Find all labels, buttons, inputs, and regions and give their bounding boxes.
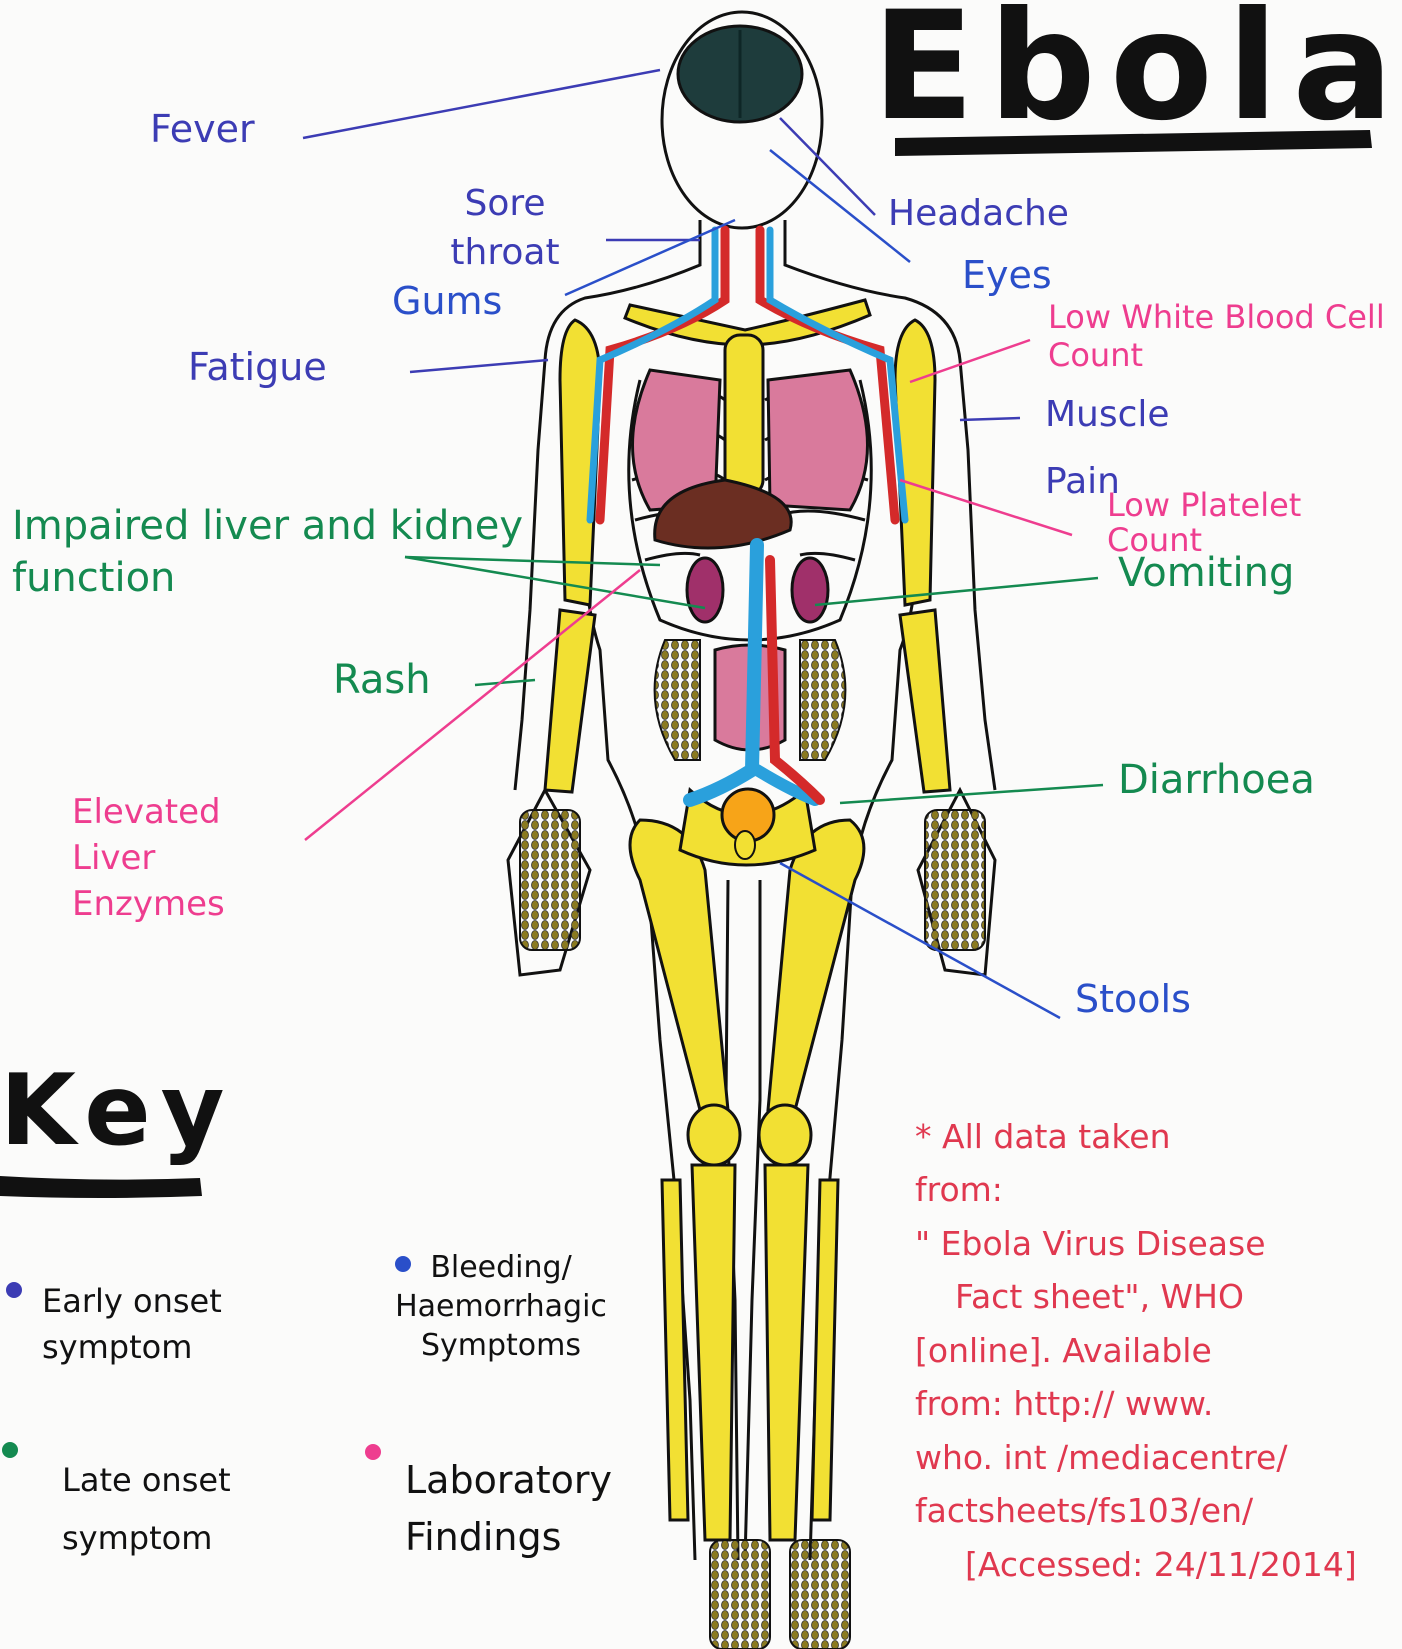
left-hand-bones: [520, 810, 580, 950]
label-impaired: Impaired liver and kidney function: [12, 500, 542, 604]
label-rash: Rash: [333, 660, 431, 700]
source-line-5: [online]. Available: [915, 1324, 1385, 1377]
source-line-1: * All data taken: [915, 1110, 1385, 1163]
source-line-3: " Ebola Virus Disease: [915, 1217, 1385, 1270]
label-eyes: Eyes: [962, 256, 1052, 294]
key-late-dot: [2, 1442, 18, 1458]
source-line-2: from:: [915, 1163, 1385, 1216]
right-kidney: [792, 558, 828, 622]
label-low-wbc: Low White Blood Cell Count: [1048, 298, 1388, 375]
right-lung: [768, 370, 868, 510]
key-early-label: Early onset symptom: [42, 1278, 312, 1371]
source-line-8: factsheets/fs103/en/: [915, 1484, 1385, 1537]
key-lab-dot: [365, 1444, 381, 1460]
label-diarrhoea: Diarrhoea: [1118, 760, 1315, 800]
label-vomiting: Vomiting: [1118, 553, 1294, 593]
label-fatigue: Fatigue: [188, 348, 327, 386]
source-line-9: [Accessed: 24/11/2014]: [915, 1538, 1385, 1591]
left-foot-bones: [710, 1540, 770, 1649]
right-hand-bones: [925, 810, 985, 950]
key-underline: [0, 1176, 202, 1198]
page-title: Ebola: [872, 0, 1402, 142]
left-kidney: [687, 558, 723, 622]
label-sore-throat: Sore throat: [415, 180, 595, 277]
label-stools: Stools: [1075, 980, 1191, 1018]
source-line-6: from: http:// www.: [915, 1377, 1385, 1430]
source-note: * All data taken from: " Ebola Virus Dis…: [915, 1110, 1385, 1591]
label-low-platelet: Low Platelet Count: [1107, 488, 1377, 558]
label-headache: Headache: [888, 196, 1069, 232]
key-late-label: Late onset symptom: [62, 1452, 302, 1567]
key-lab-label: Laboratory Findings: [405, 1452, 645, 1566]
label-fever: Fever: [150, 110, 255, 148]
source-line-4: Fact sheet", WHO: [915, 1270, 1385, 1323]
source-line-7: who. int /mediacentre/: [915, 1431, 1385, 1484]
key-early-dot: [6, 1282, 22, 1298]
label-elevated: Elevated Liver Enzymes: [72, 790, 292, 928]
right-foot-bones: [790, 1540, 850, 1649]
label-gums: Gums: [392, 282, 502, 320]
key-title: Key: [0, 1062, 235, 1160]
key-bleeding-label: Bleeding/ Haemorrhagic Symptoms: [386, 1248, 616, 1365]
